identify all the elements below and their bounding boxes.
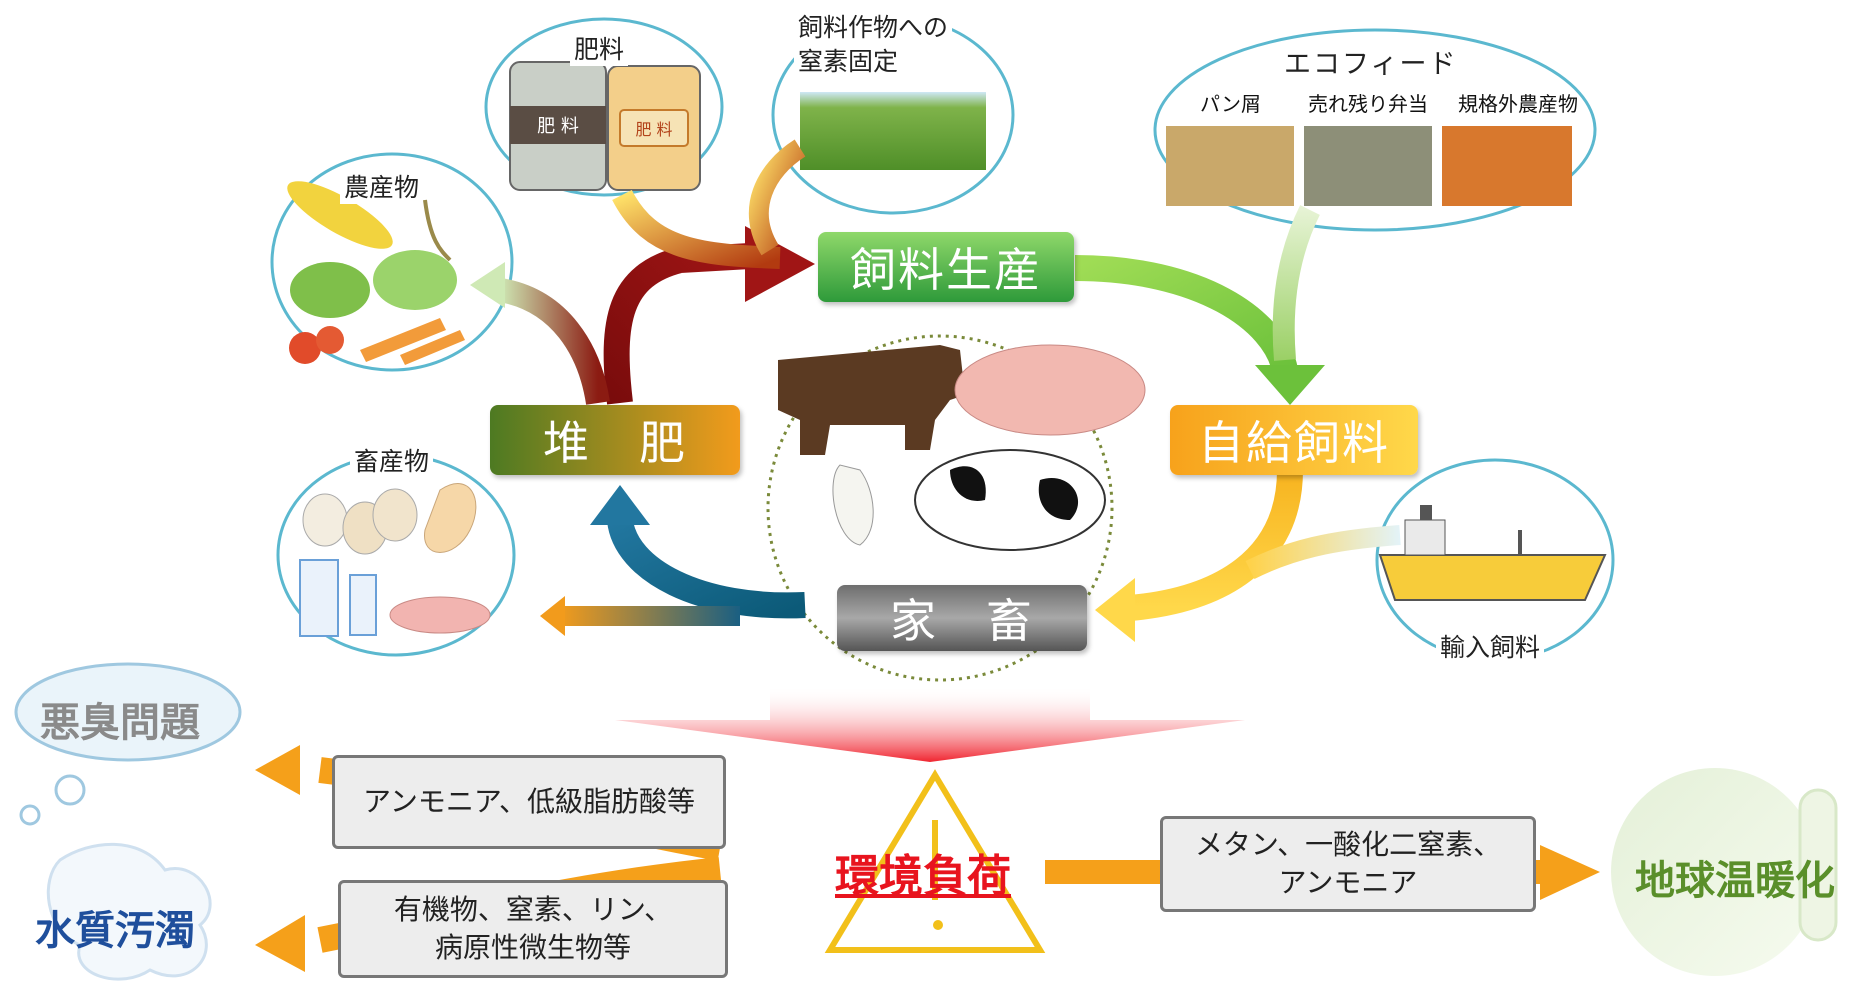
ecofeed-item-bento: 売れ残り弁当 [1308, 92, 1428, 116]
crops-illustration [287, 181, 465, 365]
self-to-livestock-arrowhead [1095, 578, 1135, 642]
ecofeed-title: エコフィード [1280, 42, 1462, 81]
environmental-load-title: 環境負荷 [835, 851, 1011, 902]
water-pollution-label: 水質汚濁 [35, 908, 195, 954]
imported-feed-label: 輸入飼料 [1436, 628, 1545, 664]
animal-products-label: 畜産物 [350, 442, 434, 478]
fertilizer-label: 肥料 [570, 30, 629, 66]
self-feed-node: 自給飼料 [1170, 405, 1418, 475]
odor-cause-text: アンモニア、低級脂肪酸等 [362, 785, 696, 819]
impact-fan [615, 686, 1245, 762]
fertilizer-bag-label: 肥 料 [537, 116, 579, 137]
leftover-bento-photo [1304, 126, 1432, 206]
self-to-livestock-arrow [1128, 469, 1303, 621]
feed-to-self-arrowhead [1255, 365, 1325, 405]
global-warming-label: 地球温暖化 [1635, 858, 1835, 904]
warming-globe [1611, 768, 1819, 976]
water-cause-text-2: 病原性微生物等 [434, 931, 631, 964]
animal-products-illustration [299, 483, 491, 637]
compost-label: 堆 肥 [543, 416, 687, 470]
compost-to-feed-arrow [603, 243, 751, 405]
self-feed-label: 自給飼料 [1198, 416, 1390, 470]
livestock-to-products-arrowhead [540, 596, 565, 636]
livestock-label: 家 畜 [890, 594, 1034, 648]
feed-production-node: 飼料生産 [818, 232, 1074, 302]
warming-cause-box: メタン、一酸化二窒素、 アンモニア [1160, 816, 1536, 912]
water-splash [46, 842, 212, 981]
feed-production-label: 飼料生産 [850, 243, 1042, 297]
livestock-node: 家 畜 [837, 585, 1087, 651]
water-cause-text-1: 有機物、窒素、リン、 [393, 893, 673, 927]
odor-problem-label: 悪臭問題 [40, 700, 200, 746]
field-photo [800, 92, 986, 170]
nitrogen-label-1: 飼料作物への [794, 8, 953, 44]
impact-to-warming-arrowhead [1540, 845, 1600, 900]
water-cause-box: 有機物、窒素、リン、 病原性微生物等 [338, 880, 728, 978]
fertilizer-to-feed-arrow [612, 189, 781, 269]
livestock-circle [766, 334, 1114, 682]
compost-to-crops-arrow [497, 278, 610, 405]
ecofeed-to-self-arrow [1272, 205, 1320, 361]
livestock-to-compost-arrow [607, 517, 806, 619]
livestock-to-products-arrow [560, 606, 740, 626]
fertilizer-bag-label-2: 肥 料 [635, 120, 672, 139]
livestock-illustration [778, 344, 1146, 551]
thermometer [1798, 788, 1838, 942]
odor-cause-box: アンモニア、低級脂肪酸等 [332, 755, 726, 849]
nitrogen-to-feed-arrow [748, 139, 806, 256]
impact-to-odor-arrowhead [255, 745, 300, 795]
ship-illustration [1378, 505, 1607, 601]
ecofeed-item-bread: パン屑 [1200, 92, 1261, 116]
livestock-to-compost-arrowhead [590, 485, 650, 525]
substandard-produce-photo [1442, 126, 1572, 206]
crops-label: 農産物 [340, 168, 424, 204]
nitrogen-label-2: 窒素固定 [794, 42, 903, 78]
ecofeed-item-produce: 規格外農産物 [1458, 92, 1578, 116]
warming-cause-text-1: メタン、一酸化二窒素、 [1194, 828, 1502, 862]
bread-crumbs-photo [1166, 126, 1294, 206]
compost-to-crops-arrowhead [470, 262, 505, 308]
impact-to-water-arrowhead [255, 915, 305, 972]
warming-cause-text-2: アンモニア [1278, 866, 1418, 899]
odor-cloud [14, 662, 242, 762]
import-to-livestock-arrow [1245, 525, 1401, 579]
compost-node: 堆 肥 [490, 405, 740, 475]
